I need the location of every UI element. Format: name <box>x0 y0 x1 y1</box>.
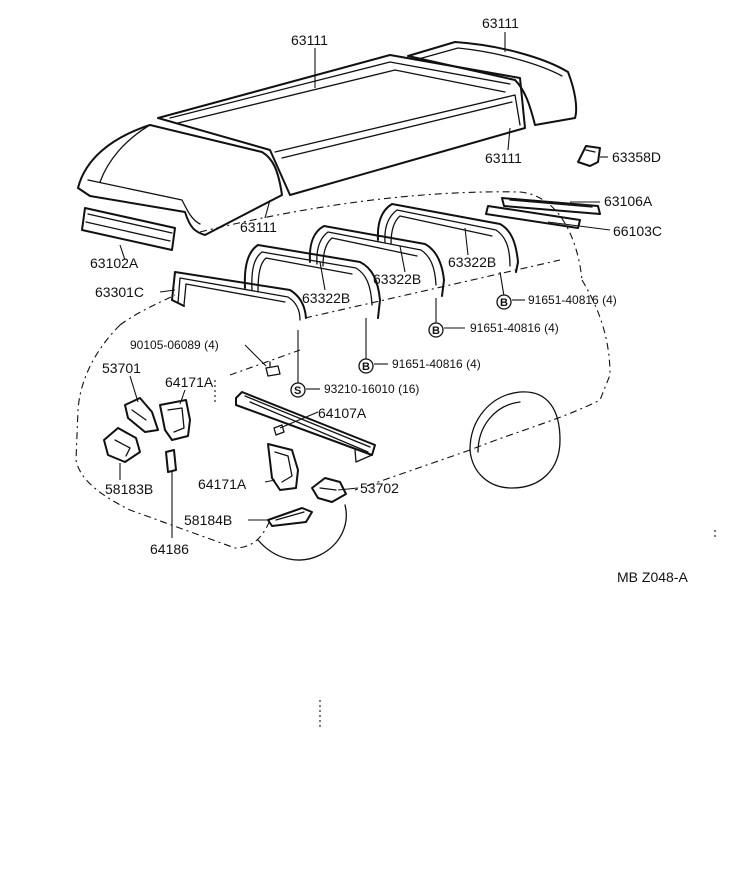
roof-front-header <box>81 207 176 251</box>
side-sill-rail <box>235 391 376 463</box>
roof-bow-3 <box>308 225 445 297</box>
label-58183B: 58183B <box>105 481 153 497</box>
label-91651-c: 91651-40816 (4) <box>392 357 481 371</box>
rear-wheel <box>469 391 561 489</box>
bolt-marker-1: B <box>496 294 512 310</box>
bolt-marker-3-text: B <box>362 361 370 373</box>
label-63102A: 63102A <box>90 255 139 271</box>
label-64186: 64186 <box>150 541 189 557</box>
rear-corner-gusset <box>311 477 347 503</box>
label-93210: 93210-16010 (16) <box>324 382 419 396</box>
pillar-bracket-left <box>159 399 191 441</box>
label-63111-top-center: 63111 <box>291 32 328 48</box>
label-91651-a: 91651-40816 (4) <box>528 293 617 307</box>
front-corner-gusset <box>124 397 159 433</box>
front-floor-bracket <box>103 427 141 463</box>
roof-center-panel <box>157 54 526 196</box>
bolt-marker-2-text: B <box>432 325 440 337</box>
roof-bow-front <box>171 271 307 321</box>
screw-marker-text: S <box>294 385 301 397</box>
roof-bow-2 <box>243 244 381 319</box>
label-53701: 53701 <box>102 360 141 376</box>
front-wheel <box>257 504 347 561</box>
label-63322B-right: 63322B <box>448 254 496 270</box>
label-91651-b: 91651-40816 (4) <box>470 321 559 335</box>
rear-header-rail <box>485 205 581 229</box>
bolt-marker-1-text: B <box>500 297 508 309</box>
label-90105: 90105-06089 (4) <box>130 338 219 352</box>
bolt-marker-3: B <box>358 358 374 374</box>
label-63358D: 63358D <box>612 149 661 165</box>
label-63301C: 63301C <box>95 284 144 300</box>
label-64171A-upper: 64171A <box>165 374 214 390</box>
roof-rear-panel <box>407 41 578 126</box>
label-63106A: 63106A <box>604 193 653 209</box>
label-63322B-center: 63322B <box>373 271 421 287</box>
screw-marker: S <box>290 382 306 398</box>
leader-lines <box>119 32 611 538</box>
pillar-strap <box>165 449 177 473</box>
label-63111-top-right: 63111 <box>482 15 519 31</box>
label-63111-mid-right: 63111 <box>485 150 522 166</box>
sill-clip <box>273 424 285 436</box>
roof-front-panel <box>77 124 283 236</box>
rear-roof-rail <box>501 197 601 215</box>
rear-floor-bracket <box>267 507 313 527</box>
label-63111-left: 63111 <box>240 219 277 235</box>
label-58184B: 58184B <box>184 512 232 528</box>
label-63322B-left: 63322B <box>302 290 350 306</box>
bolt-marker-2: B <box>428 322 444 338</box>
bolt-cluster <box>265 361 281 377</box>
pillar-bracket-right <box>267 443 299 491</box>
roof-bow-4 <box>376 203 519 273</box>
van-body-outline <box>75 191 716 730</box>
label-66103C: 66103C <box>613 223 662 239</box>
label-64171A-lower: 64171A <box>198 476 247 492</box>
roof-bracket-small <box>577 145 601 167</box>
diagram-code: MB Z048-A <box>617 569 688 585</box>
label-53702: 53702 <box>360 480 399 496</box>
label-64107A: 64107A <box>318 405 367 421</box>
